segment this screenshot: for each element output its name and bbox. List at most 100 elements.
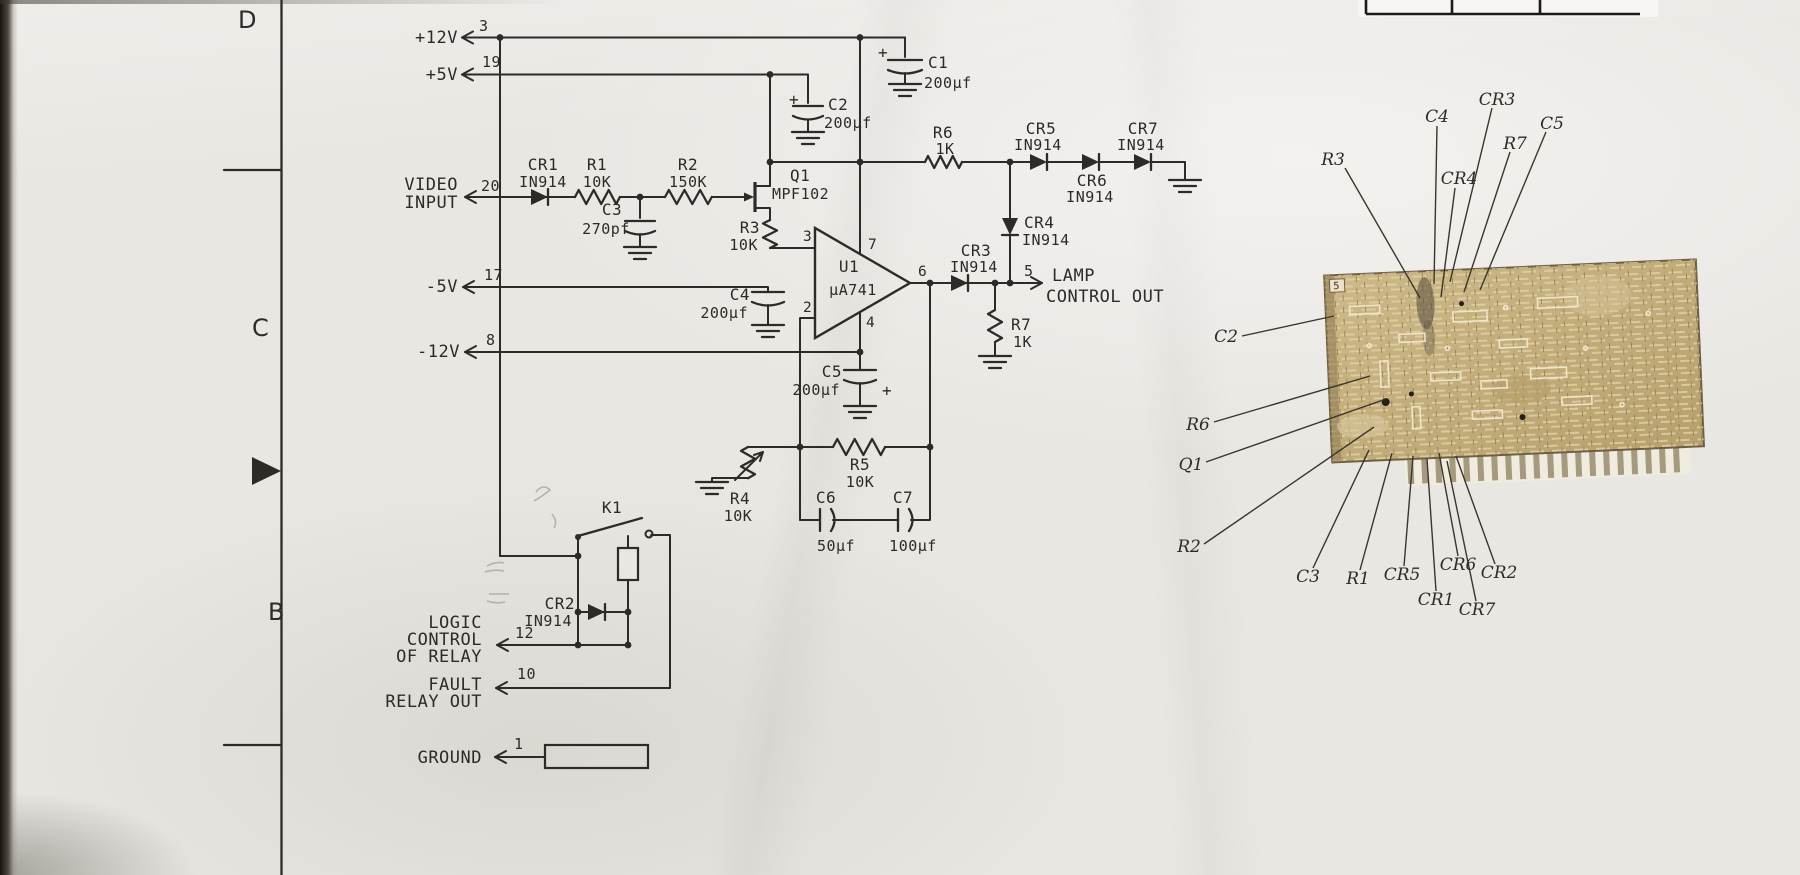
resistor-r4 bbox=[739, 445, 757, 480]
label-n12v: -12V bbox=[417, 342, 460, 362]
transistor-q1 bbox=[744, 182, 757, 212]
schematic-symbols bbox=[461, 30, 1203, 770]
c1-ref: C1 bbox=[928, 53, 948, 72]
c5-val: 200μf bbox=[792, 381, 840, 399]
wire-bias-line bbox=[769, 161, 1186, 181]
arrow-lamp-out bbox=[1030, 276, 1043, 290]
wire-q1-leads bbox=[754, 185, 771, 221]
wire-p5v-rail bbox=[461, 73, 809, 187]
zone-marker-triangle bbox=[252, 457, 281, 485]
r2-ref: R2 bbox=[678, 155, 698, 174]
pin-n5v: 17 bbox=[484, 266, 503, 284]
c3-val: 270pf bbox=[582, 220, 630, 238]
pin-video: 20 bbox=[481, 177, 500, 195]
callout-cr1: CR1 bbox=[1418, 590, 1455, 610]
r2-val: 150K bbox=[669, 173, 707, 191]
diode-cr6 bbox=[1082, 152, 1101, 172]
c6-ref: C6 bbox=[816, 488, 836, 507]
callout-cr4: CR4 bbox=[1441, 169, 1478, 189]
resistor-r2 bbox=[663, 188, 713, 206]
schematic-wires bbox=[461, 36, 1186, 758]
capacitor-c4 bbox=[750, 290, 786, 307]
capacitor-c5 bbox=[842, 368, 878, 385]
capacitor-c7 bbox=[896, 507, 914, 533]
pin-lamp: 5 bbox=[1024, 262, 1034, 280]
cr2-ref: CR2 bbox=[545, 594, 575, 613]
cr2-val: IN914 bbox=[524, 612, 572, 630]
r5-ref: R5 bbox=[850, 455, 870, 474]
c2-plus: + bbox=[789, 90, 799, 109]
cr5-ref: CR5 bbox=[1026, 119, 1056, 138]
c5-plus: + bbox=[882, 381, 892, 400]
c7-val: 100μf bbox=[889, 537, 937, 555]
label-ground: GROUND bbox=[418, 748, 482, 768]
c5-ref: C5 bbox=[822, 362, 842, 381]
callout-cr5: CR5 bbox=[1384, 565, 1421, 585]
u1-val: μA741 bbox=[829, 281, 877, 299]
r6-val: 1K bbox=[935, 140, 954, 158]
capacitor-c2 bbox=[791, 104, 825, 121]
callout-r1: R1 bbox=[1345, 569, 1370, 589]
pcb-corner-mark: 5 bbox=[1333, 281, 1340, 292]
c4-val: 200μf bbox=[700, 304, 748, 322]
callout-r2: R2 bbox=[1176, 537, 1201, 557]
capacitor-c1 bbox=[886, 58, 924, 75]
terminal-arrows bbox=[461, 30, 1043, 764]
junction-dots bbox=[496, 34, 1014, 649]
wire-relay bbox=[495, 534, 671, 689]
ground-r7 bbox=[977, 354, 1013, 370]
r6-ref: R6 bbox=[933, 123, 953, 142]
pin-fault: 10 bbox=[517, 665, 536, 683]
capacitor-c6 bbox=[818, 507, 836, 533]
pcb-connector-fingers bbox=[1407, 446, 1681, 485]
label-lamp-1: LAMP bbox=[1052, 266, 1095, 286]
pcb-callout-labels: R3 C4 CR3 R7 C5 CR4 C2 R6 Q1 R2 C3 R1 CR… bbox=[1176, 90, 1564, 620]
c7-ref: C7 bbox=[893, 488, 913, 507]
diode-cr3 bbox=[951, 273, 970, 293]
u1-ref: U1 bbox=[839, 257, 859, 276]
r3-ref: R3 bbox=[740, 218, 760, 237]
wire-feedback bbox=[711, 282, 931, 521]
zone-letter-c: C bbox=[252, 314, 269, 342]
arrow-fault bbox=[495, 681, 508, 695]
cr1-val: IN914 bbox=[519, 173, 567, 191]
cr6-ref: CR6 bbox=[1077, 171, 1107, 190]
cr5-val: IN914 bbox=[1014, 136, 1062, 154]
label-logic-2: CONTROL bbox=[407, 630, 482, 650]
resistor-r6 bbox=[923, 154, 964, 170]
callout-r7: R7 bbox=[1502, 134, 1527, 154]
r1-val: 10K bbox=[583, 173, 612, 191]
cr7-val: IN914 bbox=[1117, 136, 1165, 154]
label-p5v: +5V bbox=[426, 65, 458, 85]
label-fault-1: FAULT bbox=[428, 675, 482, 695]
arrow-p12v bbox=[461, 30, 474, 45]
arrow-n5v bbox=[462, 280, 475, 294]
callout-cr7: CR7 bbox=[1459, 600, 1496, 620]
cr1-ref: CR1 bbox=[528, 155, 558, 174]
c1-plus: + bbox=[878, 43, 888, 62]
ground-c4 bbox=[750, 323, 786, 339]
cr7-ref: CR7 bbox=[1128, 119, 1158, 138]
opamp-pin-6: 6 bbox=[918, 264, 927, 280]
arrow-p5v bbox=[461, 67, 474, 82]
ground-c1 bbox=[887, 82, 923, 98]
r4-val: 10K bbox=[724, 507, 753, 525]
ground-c5 bbox=[842, 404, 878, 420]
r7-ref: R7 bbox=[1011, 315, 1031, 334]
diode-cr5 bbox=[1030, 152, 1049, 172]
c1-val: 200μf bbox=[924, 74, 972, 92]
pencil-marks bbox=[484, 486, 557, 604]
k1-ref: K1 bbox=[602, 498, 622, 517]
r1-ref: R1 bbox=[587, 155, 607, 174]
cr3-val: IN914 bbox=[950, 258, 998, 276]
opamp-pin-4: 4 bbox=[866, 315, 875, 331]
c4-ref: C4 bbox=[730, 285, 750, 304]
adjacent-sheet-fragment bbox=[1358, 0, 1658, 17]
label-fault-2: RELAY OUT bbox=[385, 692, 482, 712]
schematic-labels: +12V 3 +5V 19 VIDEO INPUT 20 -5V 17 -12V… bbox=[385, 17, 1164, 768]
label-p12v: +12V bbox=[415, 28, 458, 48]
opamp-u1 bbox=[813, 225, 913, 341]
resistor-r3 bbox=[761, 218, 779, 250]
opamp-pin-2: 2 bbox=[803, 300, 812, 316]
